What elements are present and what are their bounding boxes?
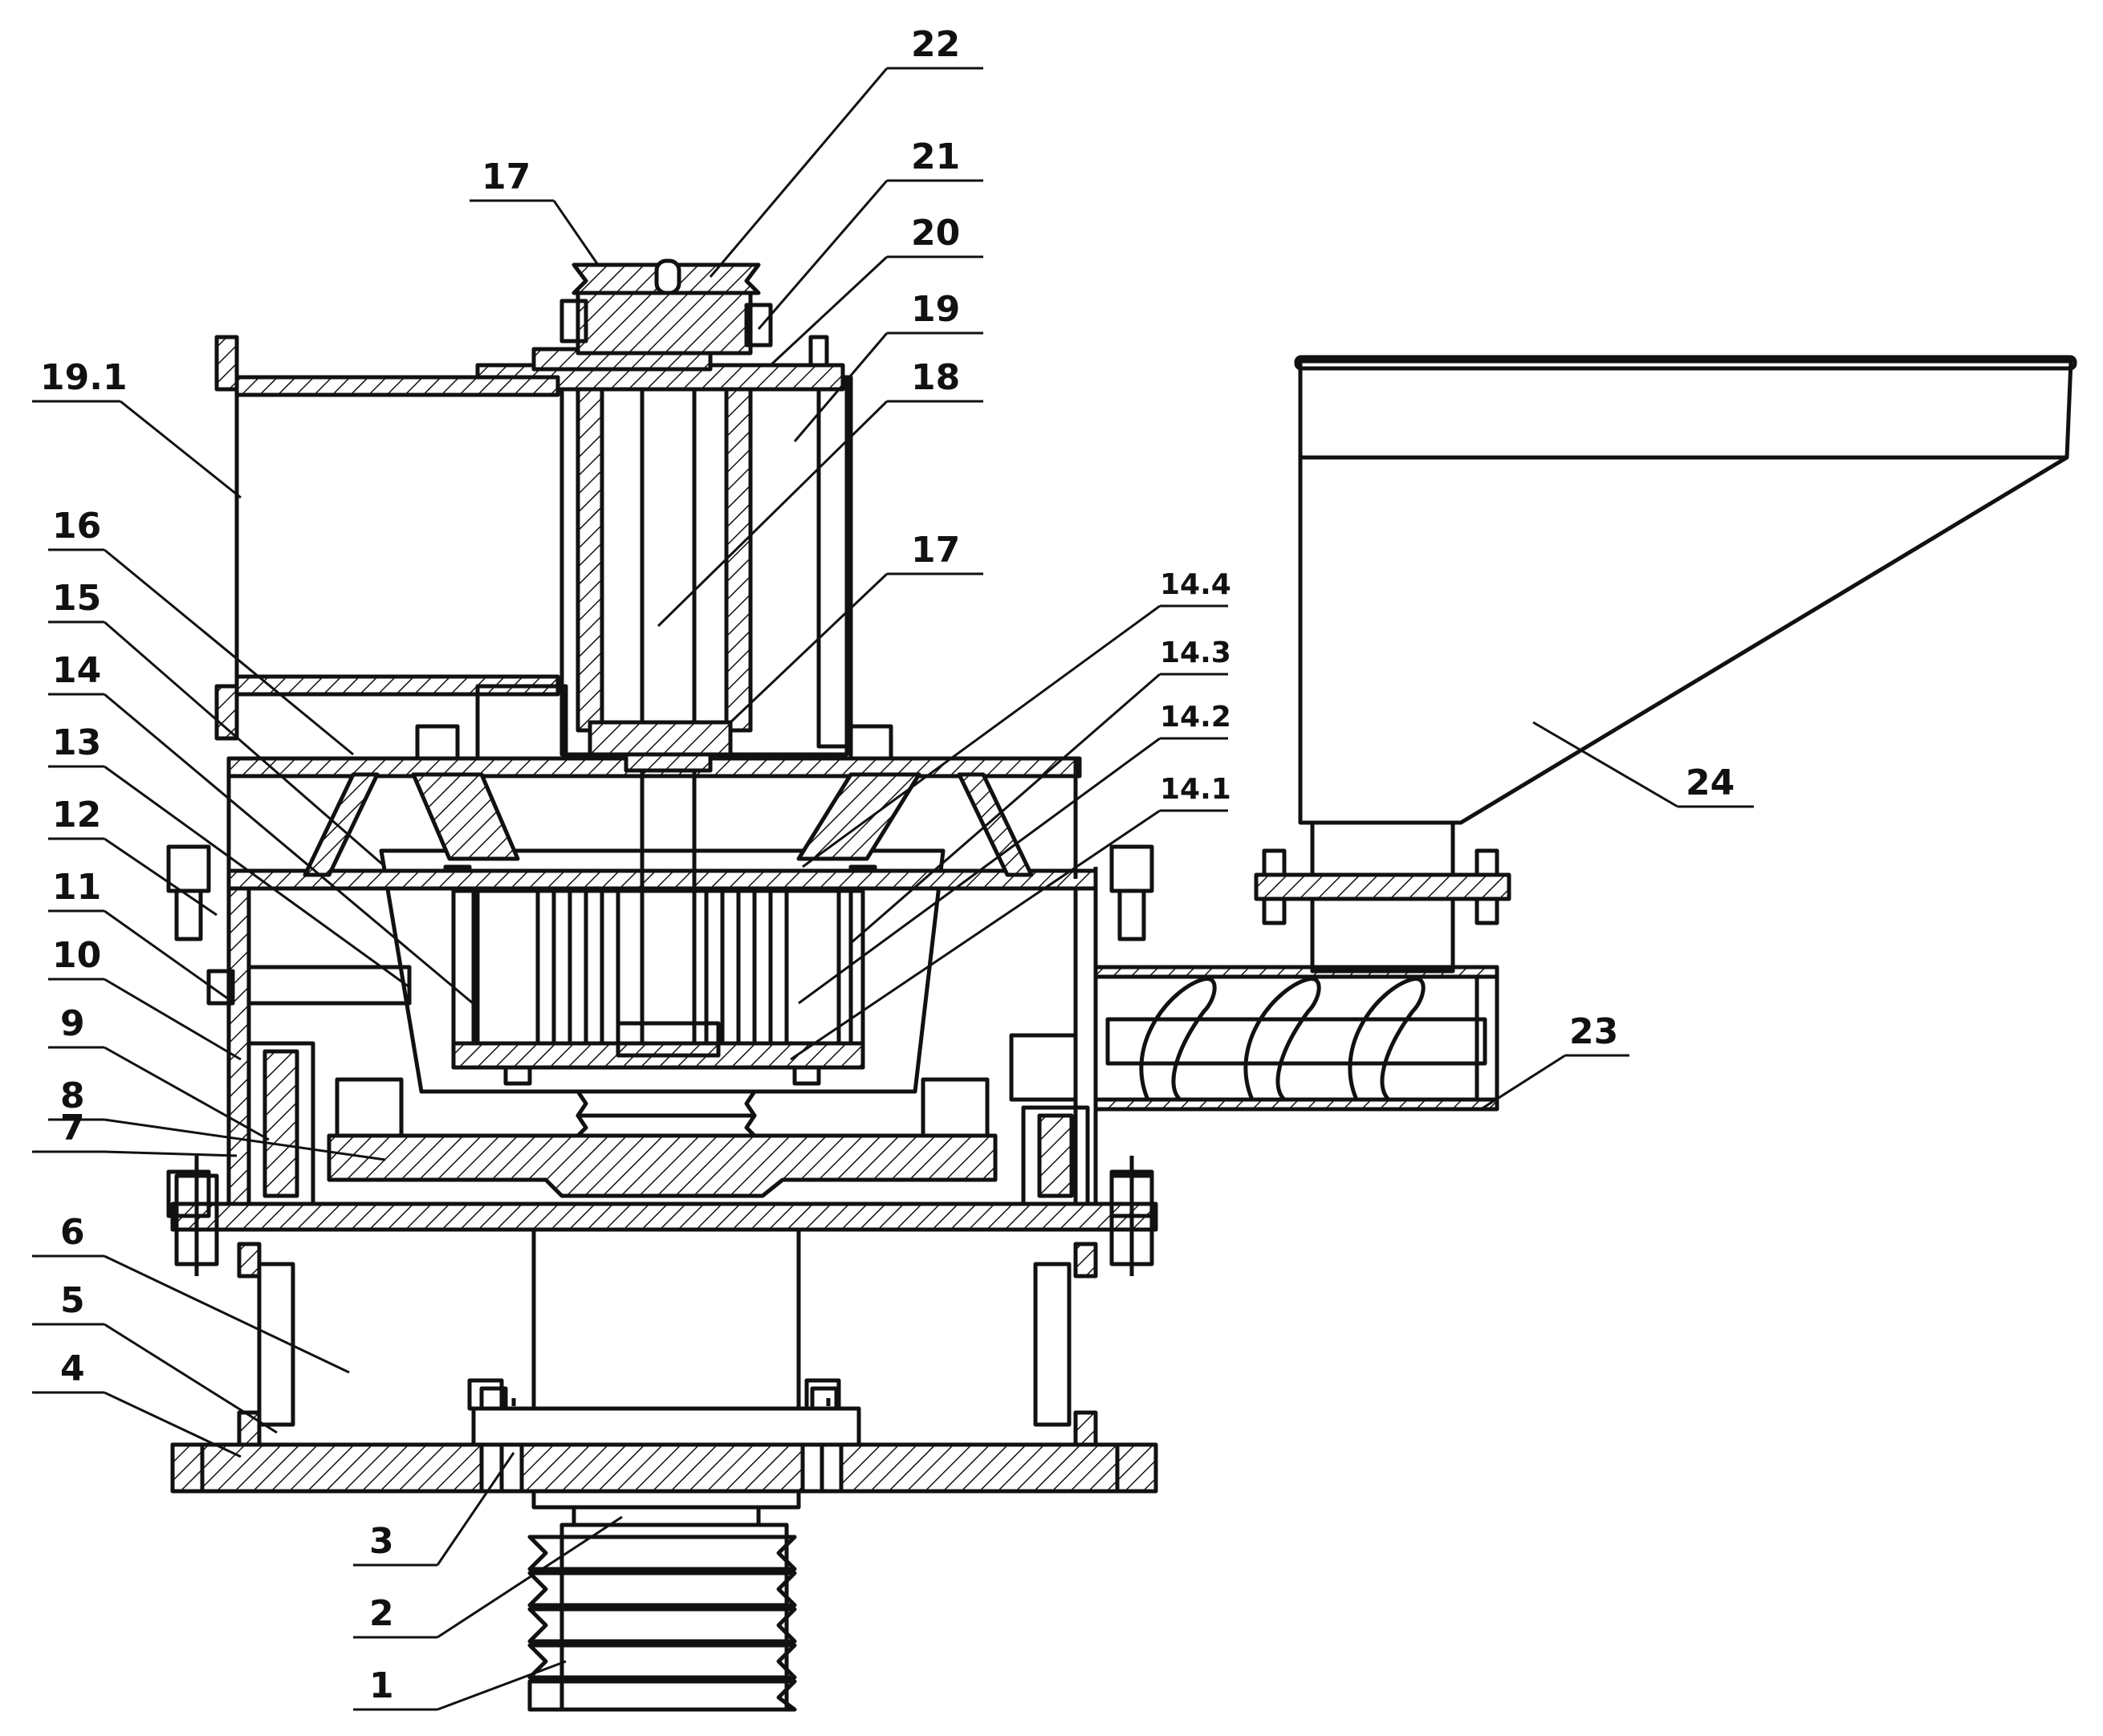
label-14-2: 14.2	[1160, 701, 1231, 734]
label-9: 9	[60, 1003, 85, 1044]
label-17-top: 17	[482, 157, 531, 197]
top-bearing-pulley	[562, 261, 771, 353]
label-14-4: 14.4	[1160, 568, 1231, 601]
label-18: 18	[911, 357, 960, 398]
label-12: 12	[52, 795, 101, 835]
hopper	[1256, 357, 2075, 971]
label-14-1: 14.1	[1160, 773, 1231, 806]
label-5: 5	[60, 1280, 85, 1321]
label-7: 7	[60, 1108, 85, 1149]
lower-pulley	[530, 1507, 795, 1710]
label-11: 11	[52, 867, 101, 908]
label-23: 23	[1569, 1011, 1618, 1052]
label-21: 21	[911, 136, 960, 177]
lower-frame	[239, 1244, 1096, 1445]
label-1: 1	[369, 1665, 394, 1706]
top-cover	[229, 758, 1096, 888]
label-22: 22	[911, 24, 960, 65]
label-3: 3	[369, 1521, 394, 1562]
label-2: 2	[369, 1593, 394, 1634]
label-14-3: 14.3	[1160, 636, 1231, 669]
label-4: 4	[60, 1348, 85, 1389]
screw-conveyor	[1096, 967, 1497, 1109]
label-14: 14	[52, 650, 101, 691]
label-10: 10	[52, 935, 101, 976]
label-6: 6	[60, 1212, 85, 1253]
central-shaft	[618, 305, 718, 1055]
label-19: 19	[911, 289, 960, 330]
label-17-mid: 17	[911, 530, 960, 571]
label-20: 20	[911, 213, 960, 254]
side-outlet	[217, 337, 566, 758]
label-13: 13	[52, 722, 101, 763]
label-16: 16	[52, 506, 101, 547]
label-24: 24	[1686, 762, 1735, 803]
base-plate	[173, 1445, 1156, 1491]
label-19-1: 19.1	[40, 357, 128, 398]
label-15: 15	[52, 578, 101, 619]
